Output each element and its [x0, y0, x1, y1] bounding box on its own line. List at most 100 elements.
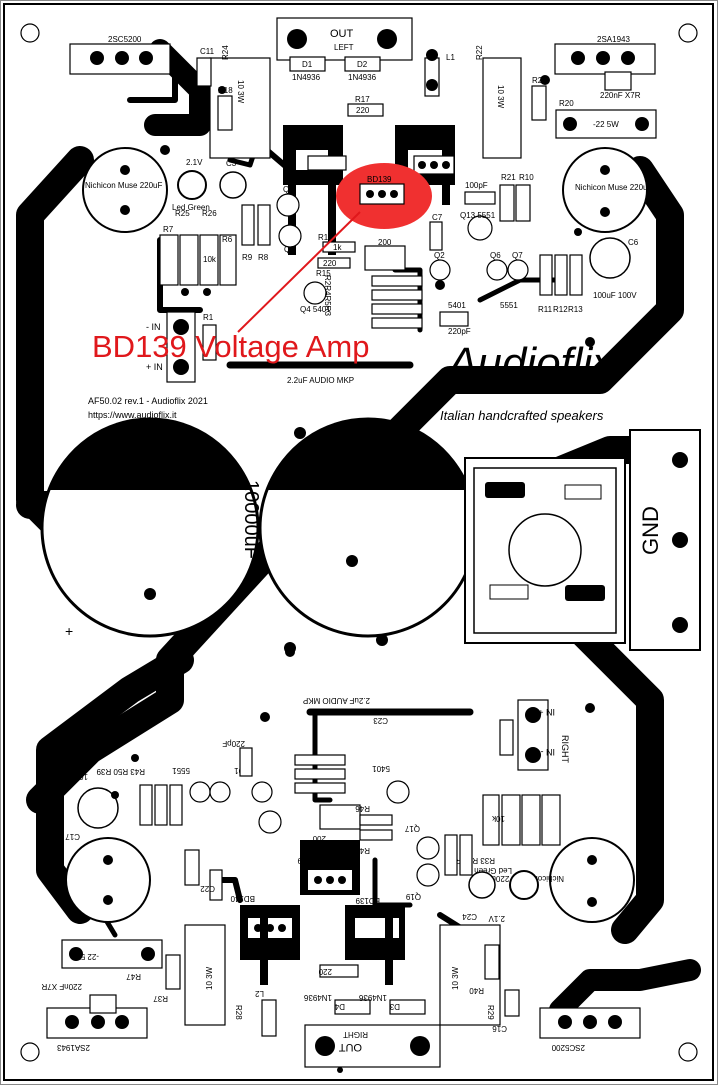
in-minus-bottom: IN - [540, 747, 555, 757]
r-group-label-top: R2R4R5R3 [323, 275, 332, 316]
url-text: https://www.audioflix.it [88, 410, 177, 420]
r6-value: 10k [203, 255, 217, 264]
r29-label: R29 [486, 1005, 495, 1020]
bottom-channel: OUT RIGHT 2SA1943 2SC5200 D4 1N4936 D3 1… [41, 696, 641, 1068]
bd139-top-driver: BD139 [310, 173, 335, 182]
r21-label: R21 [501, 173, 516, 182]
q-pnp-power-bottom: 2SA1943 [57, 1043, 90, 1052]
bd139-bottom-vas: BD139 [297, 856, 322, 865]
r24-label: R24 [221, 45, 230, 60]
c-220pf-top: 220pF [448, 327, 471, 336]
led-voltage-top: 2.1V [186, 158, 203, 167]
voltage-amp-annotation: BD139 Voltage Amp [92, 211, 369, 364]
r46-label: R46 [355, 804, 370, 813]
r37-label: R37 [153, 994, 168, 1003]
r11-label: R11 [538, 305, 553, 314]
in-plus-bottom: IN + [538, 707, 555, 717]
r27-label: R27 [532, 76, 547, 85]
c22-label: C22 [200, 884, 215, 893]
bd139-bottom-driver: BD139 [355, 896, 380, 905]
c20-value: 220pF [222, 739, 245, 748]
c6-value: 100uF 100V [593, 291, 637, 300]
d4-label: D4 [334, 1002, 345, 1011]
out-label-top: OUT [330, 28, 354, 40]
d2-label: D2 [357, 60, 368, 69]
side-label-top: LEFT [334, 43, 354, 52]
r40-label: R40 [469, 986, 484, 995]
r29-value: 10 3W [451, 966, 460, 990]
r7-label: R7 [163, 225, 174, 234]
bd140-bottom: BD140 [230, 894, 255, 903]
annotation-label: BD139 Voltage Amp [92, 329, 369, 364]
c6-label: C6 [628, 238, 639, 247]
r15-value: 220 [323, 259, 337, 268]
in-plus-top: + IN [146, 362, 163, 372]
r28-value: 10 3W [205, 966, 214, 990]
trimmer-200-bottom: 200 [312, 834, 326, 843]
q17-label: Q17 [404, 824, 420, 833]
d1-label: D1 [302, 60, 313, 69]
r45-label: R45 [355, 846, 370, 855]
bd139-highlighted-label: BD139 [367, 175, 392, 184]
r14-label: R14 [318, 233, 333, 242]
brand-logo: Audioflix [445, 339, 616, 388]
r-bottom-10k: 10k [491, 814, 505, 823]
c7-label: C7 [432, 213, 443, 222]
film-cap-top: 2.2uF AUDIO MKP [287, 376, 354, 385]
c-muse-top-left: Nichicon Muse 220uF [85, 181, 162, 190]
q-pnp-power-top: 2SA1943 [597, 35, 630, 44]
r47-label: R47 [126, 972, 141, 981]
q2-label: Q2 [434, 251, 445, 260]
l1-label: L1 [446, 53, 455, 62]
r47-value: -22 5W [73, 952, 99, 961]
r17-value: 220 [356, 106, 370, 115]
mounting-holes [20, 23, 698, 1062]
side-label-bottom: RIGHT [343, 1030, 368, 1039]
q5-label: Q5 [283, 185, 294, 194]
led-label-bottom: Led Green [474, 866, 512, 875]
q19-label: Q19 [405, 892, 421, 901]
c14-value: 220nF X7R [41, 982, 82, 991]
r15-label: R15 [316, 269, 331, 278]
gnd-label: GND [638, 506, 663, 555]
svg-text:+: + [65, 623, 73, 639]
trimmer-200-top: 200 [378, 238, 392, 247]
r12-label: R12 [553, 305, 568, 314]
q-5401-bottom: 5401 [372, 764, 390, 773]
bridge-rectifier: GND [464, 429, 701, 651]
r20-value: -22 5W [593, 120, 619, 129]
c-muse-top-right: Nichicon Muse 220uF [575, 183, 652, 192]
cap-value-label: 10000uF [240, 480, 262, 559]
top-channel: OUT LEFT 2SC5200 2SA1943 D1 1N4936 D2 1N… [69, 17, 657, 385]
q21-type: 5551 [172, 766, 190, 775]
c11-label: C11 [200, 47, 215, 56]
r-220-bottom: 220 [318, 967, 332, 976]
c16-label: C16 [492, 1024, 507, 1033]
brand-tagline: Italian handcrafted speakers [440, 408, 604, 423]
out-label-bottom: OUT [339, 1041, 363, 1053]
r25-label: R25 [175, 209, 190, 218]
q2-type: 5401 [448, 301, 466, 310]
r22-value: 10 3W [496, 85, 505, 109]
q7-type: 5551 [500, 301, 518, 310]
d2-type: 1N4936 [348, 73, 377, 82]
c17-value: 100uF 100V [44, 772, 88, 781]
r6-label: R6 [222, 235, 233, 244]
q3-label: Q3 [284, 245, 295, 254]
d3-label: D3 [389, 1002, 400, 1011]
r13-label: R13 [568, 305, 583, 314]
r-bottom-group2: R43 R50 R39 [96, 767, 145, 776]
r1-label: R1 [203, 313, 214, 322]
c23-label: C23 [373, 716, 388, 725]
r17-label: R17 [355, 95, 370, 104]
c13-value: 220nF X7R [600, 91, 641, 100]
c-100pf-top: 100pF [465, 181, 488, 190]
filter-capacitors: + + 10000uF [40, 417, 478, 646]
r26-label: R26 [202, 209, 217, 218]
led-voltage-bottom: 2.1V [488, 914, 505, 923]
c17-label: C17 [65, 832, 80, 841]
annotation-pointer-line [237, 211, 361, 333]
q-npn-power-bottom: 2SC5200 [551, 1043, 585, 1052]
